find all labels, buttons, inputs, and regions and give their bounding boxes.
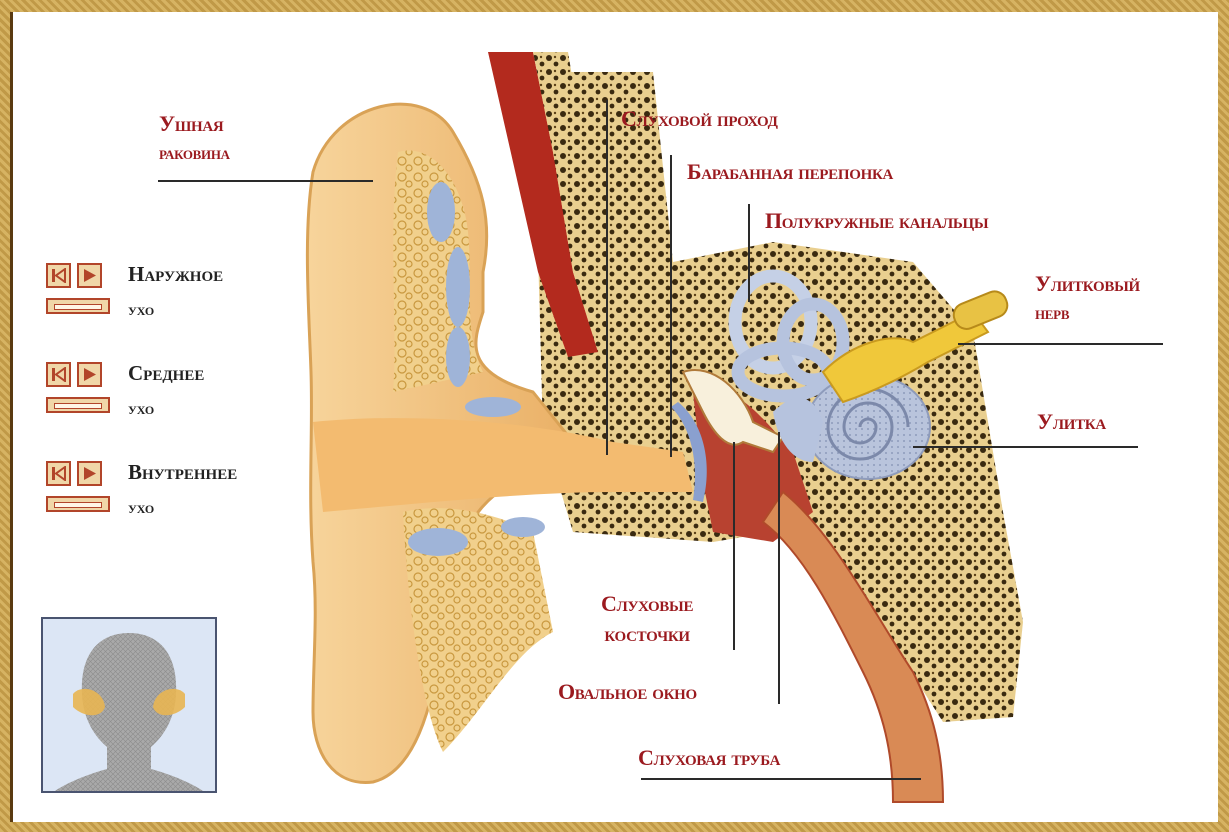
- leader-line-ossicles: [733, 442, 735, 650]
- skip-back-icon: [51, 466, 66, 481]
- leader-line-semicircular: [748, 204, 750, 302]
- label-pinna-line2: раковина: [159, 142, 230, 166]
- play-icon: [82, 466, 97, 481]
- leader-line-ear-canal: [606, 100, 608, 455]
- head-thumbnail[interactable]: [41, 617, 217, 793]
- play-icon: [82, 268, 97, 283]
- play-icon: [82, 367, 97, 382]
- outer-ear-prev-button[interactable]: [46, 263, 71, 288]
- leader-line-eustachian: [641, 778, 921, 780]
- inner-ear-play-button[interactable]: [77, 461, 102, 486]
- label-ossicles-line2: косточки: [601, 622, 693, 646]
- label-ossicles-line1: Слуховые: [601, 592, 693, 616]
- label-ossicles: Слуховые косточки: [601, 592, 693, 646]
- leader-line-oval-window: [778, 432, 780, 704]
- label-eustachian-tube: Слуховая труба: [638, 746, 780, 770]
- label-eardrum: Барабанная перепонка: [687, 160, 893, 184]
- middle-ear-progress-bar[interactable]: [46, 397, 110, 413]
- label-oval-window: Овальное окно: [558, 680, 697, 704]
- nav-middle-ear-title: Среднее: [128, 360, 204, 387]
- nav-outer-ear-text: Наружное ухо: [128, 261, 223, 323]
- nav-inner-ear-title: Внутреннее: [128, 459, 237, 486]
- outer-ear-play-button[interactable]: [77, 263, 102, 288]
- content-panel: Ушная раковина Слуховой проход Барабанна…: [10, 12, 1218, 822]
- nav-outer-ear-sub: ухо: [128, 296, 223, 323]
- outer-ear-progress-bar[interactable]: [46, 298, 110, 314]
- skip-back-icon: [51, 268, 66, 283]
- label-ear-canal: Слуховой проход: [621, 107, 778, 131]
- middle-ear-play-button[interactable]: [77, 362, 102, 387]
- nav-outer-ear-title: Наружное: [128, 261, 223, 288]
- nav-middle-ear-sub: ухо: [128, 395, 204, 422]
- leader-line-eardrum: [670, 155, 672, 457]
- middle-ear-prev-button[interactable]: [46, 362, 71, 387]
- skip-back-icon: [51, 367, 66, 382]
- label-cochlear-nerve: Улитковый нерв: [1035, 272, 1140, 326]
- label-semicircular-canals: Полукружные канальцы: [765, 209, 988, 233]
- inner-ear-prev-button[interactable]: [46, 461, 71, 486]
- label-cochlear-nerve-line2: нерв: [1035, 302, 1140, 326]
- leader-line-pinna: [158, 180, 373, 182]
- nav-inner-ear-sub: ухо: [128, 494, 237, 521]
- inner-ear-progress-bar[interactable]: [46, 496, 110, 512]
- nav-inner-ear-text: Внутреннее ухо: [128, 459, 237, 521]
- label-pinna-line1: Ушная: [159, 112, 230, 136]
- head-icon: [43, 619, 215, 791]
- label-cochlea: Улитка: [1037, 410, 1106, 434]
- label-cochlear-nerve-line1: Улитковый: [1035, 272, 1140, 296]
- leader-line-cochlea: [913, 446, 1138, 448]
- leader-line-nerve: [958, 343, 1163, 345]
- label-pinna: Ушная раковина: [159, 112, 230, 166]
- nav-middle-ear-text: Среднее ухо: [128, 360, 204, 422]
